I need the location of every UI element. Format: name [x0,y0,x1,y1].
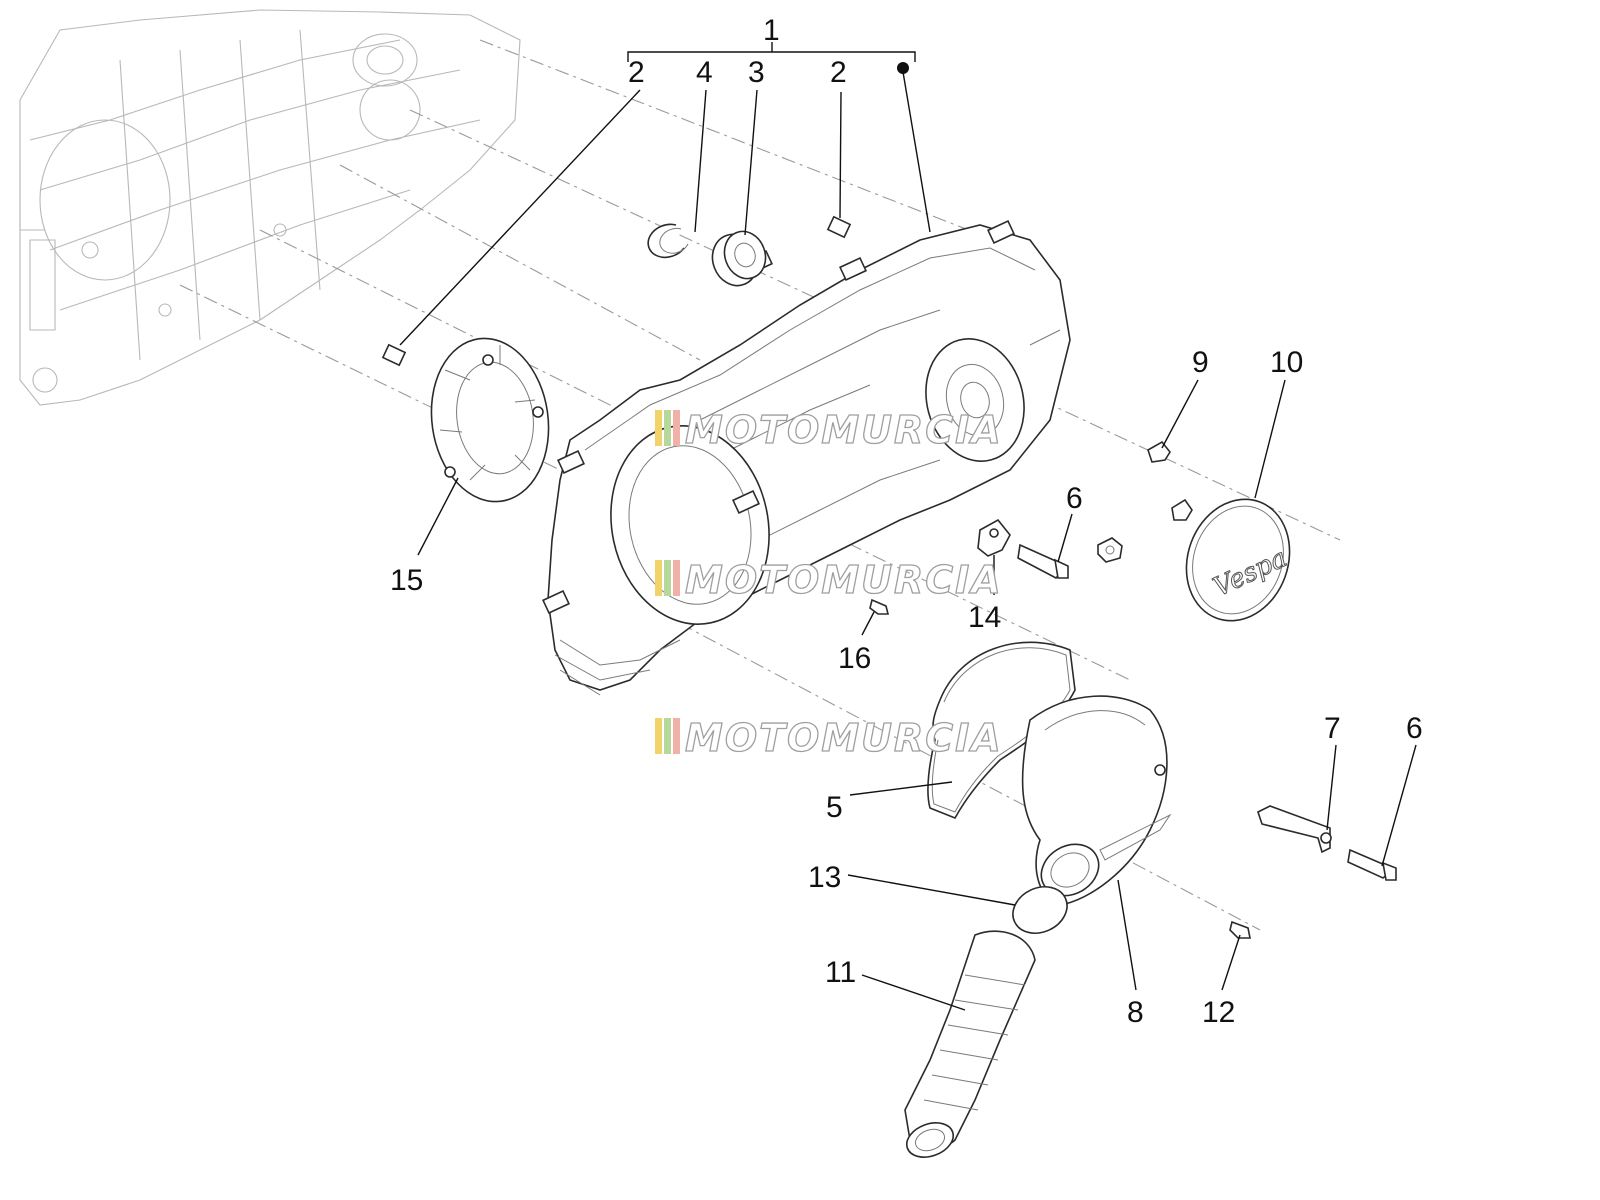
callout-11: 11 [825,956,856,989]
washer-lower [1171,498,1193,521]
bolt-6-lower [1347,848,1397,881]
inner-plate [430,337,550,503]
leader-lines [399,42,1417,1011]
callout-15: 15 [390,564,423,597]
watermark-text: MOTOMURCIA [685,716,1003,760]
callout-16: 16 [838,642,871,675]
logo-cap: Vespa [1185,498,1292,622]
bearing [711,230,767,287]
watermark-text: MOTOMURCIA [685,408,1003,452]
watermark-top: MOTOMURCIA [655,407,1003,453]
callout-4: 4 [696,56,713,89]
dowel-pin-left [381,343,407,367]
callout-6: 6 [1406,712,1423,745]
callout-labels: 1 2 4 3 2 15 9 10 6 14 16 5 7 6 13 11 8 … [390,14,1423,1029]
hose-clamp [1012,886,1068,934]
watermark-bottom: MOTOMURCIA [655,715,1003,761]
intake-bellows [904,930,1036,1158]
circlip [647,223,689,259]
callout-3: 3 [748,56,765,89]
bullet-marker [897,62,909,74]
watermark-text: MOTOMURCIA [685,558,1003,602]
callout-10: 10 [1270,346,1303,379]
washer-9 [1147,440,1171,463]
screw-16 [869,598,890,615]
callout-2: 2 [830,56,847,89]
callout-6: 6 [1066,482,1083,515]
callout-2: 2 [628,56,645,89]
callout-5: 5 [826,791,843,824]
bracket-7 [1257,805,1332,854]
callout-12: 12 [1202,996,1235,1029]
callout-13: 13 [808,861,841,894]
air-duct-cover [1021,695,1172,906]
callout-9: 9 [1192,346,1209,379]
bracket-14 [977,518,1011,557]
callout-14: 14 [968,601,1001,634]
watermark-middle: MOTOMURCIA [655,557,1003,603]
gasket [927,641,1076,820]
crankcase-illustration [19,9,521,406]
dowel-pin-right [826,215,852,239]
nut [1097,537,1123,563]
bolt-6-upper [1017,543,1069,579]
callout-1: 1 [763,14,780,47]
callout-8: 8 [1127,996,1144,1029]
callout-7: 7 [1324,712,1341,745]
screw-12 [1229,920,1251,939]
